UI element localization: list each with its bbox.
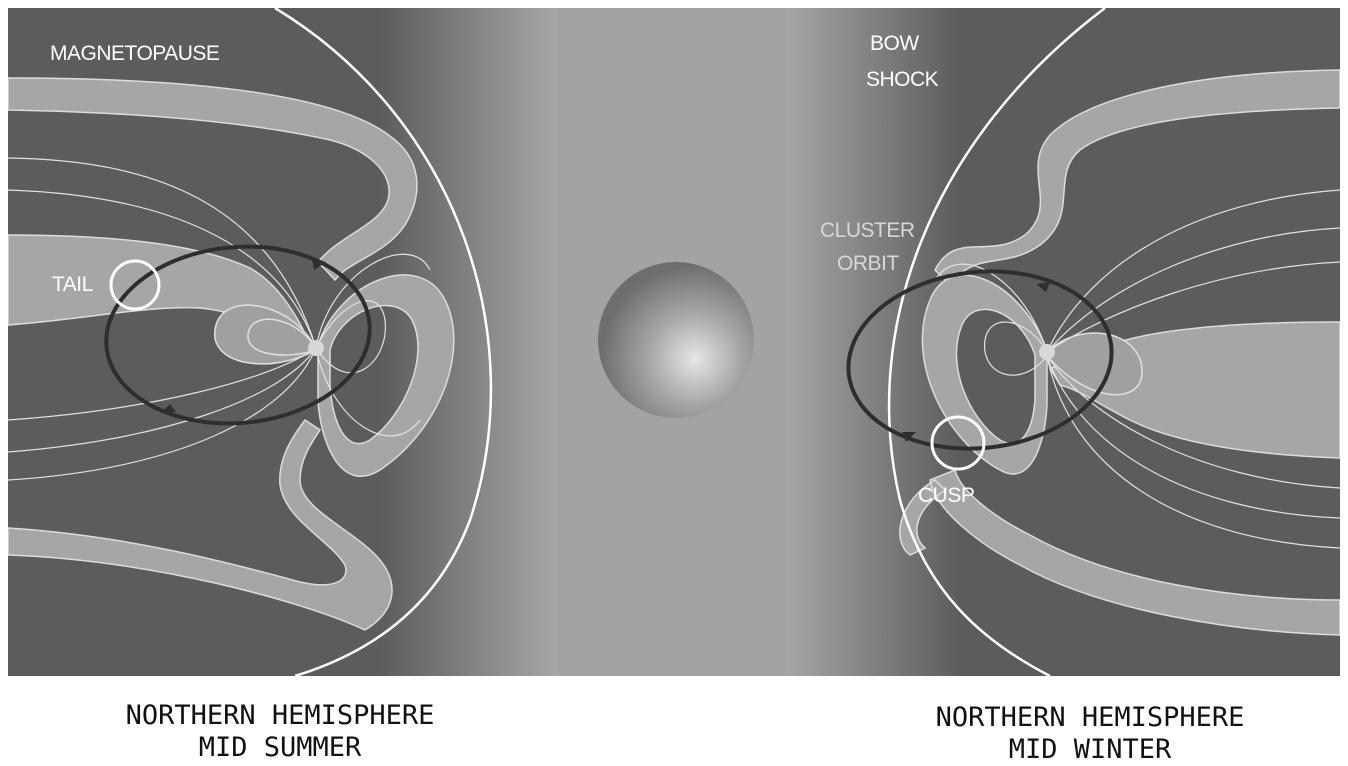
left-lower-band [8, 418, 393, 631]
right-caption-line2: MID WINTER [1008, 734, 1172, 765]
right-field-line-4 [1046, 355, 1340, 489]
bow-shock-label-line1: BOW [870, 32, 919, 55]
left-bow-shock [274, 8, 493, 676]
left-caption-line1: NORTHERN HEMISPHERE [125, 700, 435, 731]
right-inner-loop [1046, 332, 1143, 396]
left-field-line-6 [315, 300, 386, 374]
left-panel [8, 8, 493, 676]
right-cluster-orbit [846, 269, 1114, 451]
left-field-line-2 [8, 189, 317, 349]
bow-shock-label-line2: SHOCK [866, 68, 939, 91]
left-inner-loop-1 [214, 304, 317, 365]
left-upper-band [8, 77, 418, 282]
left-orbit-arrow-2 [162, 404, 176, 412]
left-caption: NORTHERN HEMISPHERE MID SUMMER [70, 700, 490, 764]
left-dayside-band [317, 274, 455, 477]
right-orbit-arrow-2 [902, 432, 916, 442]
right-field-line-7 [984, 321, 1048, 376]
left-field-line-7 [315, 253, 431, 349]
right-field-line-2 [1046, 227, 1340, 353]
left-cluster-orbit [104, 244, 372, 426]
left-inner-loop-2 [247, 318, 317, 356]
cusp-marker [930, 415, 986, 471]
right-dayside-band [921, 274, 1048, 475]
left-field-line-1 [8, 157, 317, 349]
right-field-line-3 [1046, 261, 1340, 353]
left-caption-line2: MID SUMMER [198, 732, 362, 763]
tail-label: TAIL [52, 273, 93, 296]
right-lower-band [899, 468, 1340, 636]
right-panel [846, 8, 1340, 676]
left-orbit-arrow-1 [312, 258, 326, 270]
right-orbit-arrow-1 [1036, 282, 1050, 292]
right-caption: NORTHERN HEMISPHERE MID WINTER [880, 702, 1300, 766]
left-field-line-5 [8, 347, 317, 481]
magnetopause-label: MAGNETOPAUSE [50, 42, 220, 65]
right-upper-band [934, 69, 1340, 287]
right-earth [1039, 344, 1055, 360]
left-field-line-8 [315, 347, 421, 437]
right-field-line-8 [934, 263, 1048, 353]
cluster-orbit-label-line2: ORBIT [837, 252, 899, 275]
left-field-line-4 [8, 347, 317, 453]
right-field-line-6 [1046, 355, 1340, 549]
left-field-line-3 [8, 347, 317, 421]
sun [598, 262, 754, 418]
left-earth [308, 340, 324, 356]
cusp-label: CUSP [918, 484, 974, 507]
right-field-line-5 [1046, 355, 1340, 519]
left-glow [380, 8, 560, 676]
right-field-line-1 [1046, 189, 1340, 353]
right-caption-line1: NORTHERN HEMISPHERE [935, 702, 1245, 733]
tail-marker [109, 259, 161, 311]
cluster-orbit-label-line1: CLUSTER [820, 219, 915, 242]
